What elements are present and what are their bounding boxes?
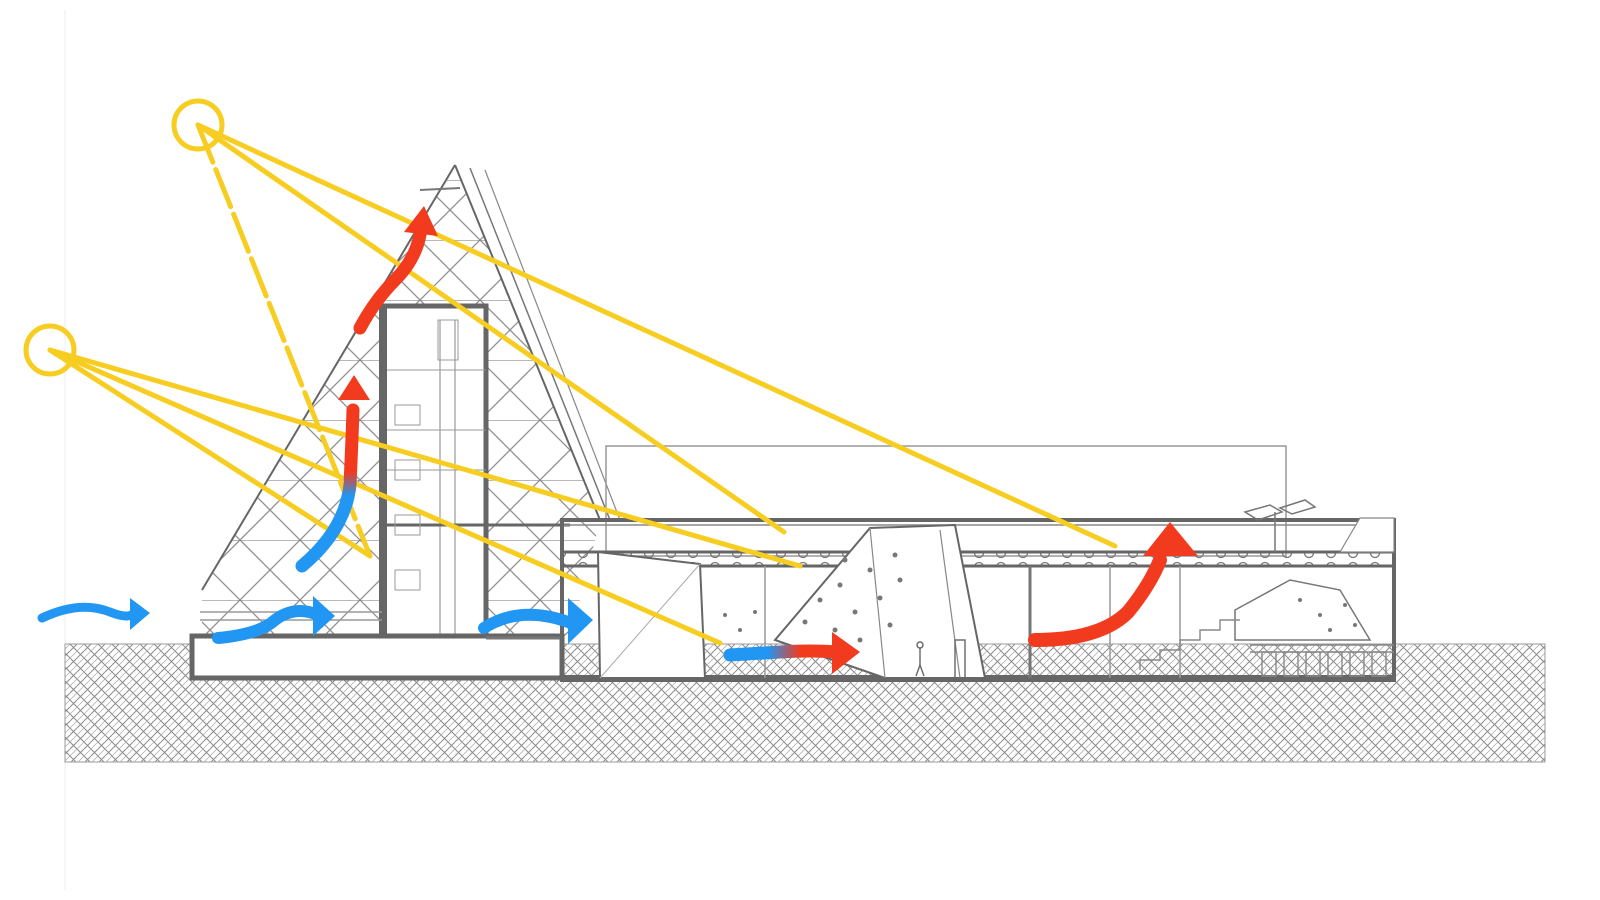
sun-rays — [47, 122, 1118, 646]
sun-icon — [23, 323, 77, 377]
sun-icon — [171, 98, 225, 152]
cool-air-arrow — [37, 598, 150, 630]
bleachers — [1139, 619, 1394, 677]
warm-air-arrow — [723, 632, 860, 674]
core-shaft — [379, 303, 570, 681]
podium-left — [189, 611, 565, 681]
warm-air-arrow — [1028, 522, 1198, 647]
cool-air-arrow — [212, 596, 335, 644]
climbing-walls — [596, 517, 1395, 679]
warm-air-arrow — [353, 206, 438, 335]
solar-trackers — [1243, 499, 1317, 552]
warm-air-arrow — [295, 375, 370, 573]
cool-air-arrow — [478, 598, 593, 644]
human-figures — [915, 639, 966, 679]
climbing-holds — [723, 552, 1357, 643]
